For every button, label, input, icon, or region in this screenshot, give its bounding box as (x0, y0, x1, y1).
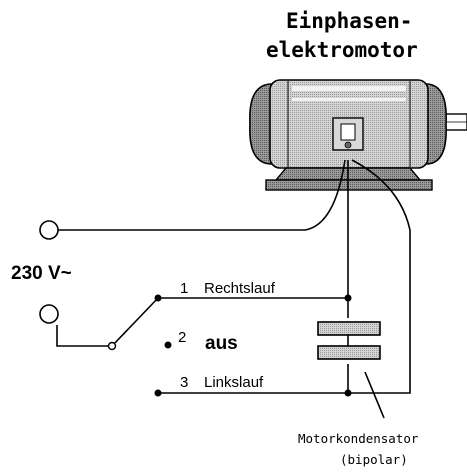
switch-pos3-label: Linkslauf (204, 374, 264, 391)
switch-contact-1 (154, 294, 162, 302)
switch-pos2-number: 2 (178, 329, 186, 346)
supply-voltage-label: 230 V~ (11, 263, 72, 284)
supply-terminal-top (39, 220, 59, 240)
supply-terminal-bottom (39, 304, 59, 324)
capacitor-symbol (317, 321, 381, 360)
motor-title-line2: elektromotor (266, 38, 418, 62)
switch-pos1-label: Rechtslauf (204, 280, 276, 297)
switch-pos2-label: aus (205, 333, 238, 354)
capacitor-label-line1: Motorkondensator (298, 431, 419, 446)
motor-icon (249, 79, 467, 191)
junction-dot-bottom (344, 389, 352, 397)
capacitor-label-line2: (bipolar) (340, 452, 408, 467)
switch-contact-3 (154, 389, 162, 397)
wiring (56, 159, 411, 419)
switch-pos3-number: 3 (180, 374, 188, 391)
switch-pos1-number: 1 (180, 280, 188, 297)
motor-title-line1: Einphasen- (286, 9, 412, 33)
switch-pivot (107, 341, 117, 351)
switch-contact-2 (164, 341, 172, 349)
junction-dot-top (344, 294, 352, 302)
